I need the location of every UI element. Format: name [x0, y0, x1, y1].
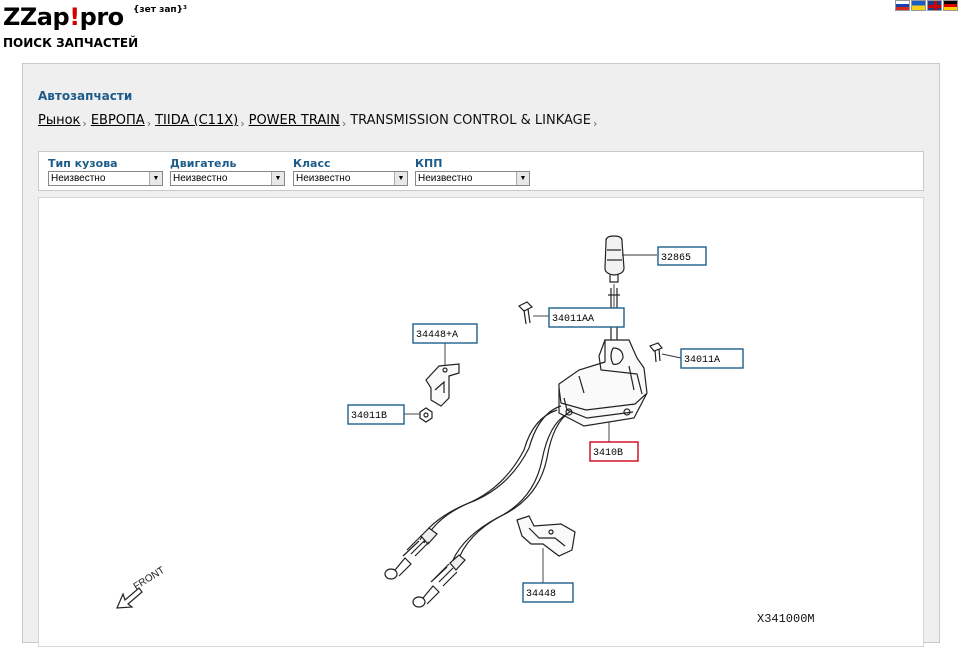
- filter-gearbox: КПП Неизвестно ▼: [415, 157, 530, 186]
- callout-label: 34448: [526, 589, 556, 600]
- site-logo[interactable]: ZZap!pro {зет зап}³: [3, 3, 187, 31]
- gear-knob-drawing: [604, 235, 625, 283]
- bracket-drawing: [425, 363, 460, 407]
- class-select[interactable]: Неизвестно ▼: [293, 171, 408, 186]
- callout-3410B[interactable]: 3410B: [589, 441, 639, 462]
- flag-ru-icon[interactable]: [895, 0, 910, 11]
- dropdown-arrow-icon[interactable]: ▼: [149, 172, 162, 185]
- breadcrumb-market[interactable]: Рынок: [38, 113, 81, 128]
- callout-32865[interactable]: 32865: [657, 246, 707, 266]
- cable-bracket-drawing: [516, 515, 576, 557]
- breadcrumb: Рынок›ЕВРОПА›TIIDA (C11X)›POWER TRAIN›TR…: [38, 113, 601, 130]
- diagram-code: X341000M: [757, 612, 815, 626]
- shift-cables-drawing: [419, 405, 572, 564]
- select-value: Неизвестно: [418, 173, 473, 184]
- logo-superscript: {зет зап}³: [133, 5, 187, 15]
- select-value: Неизвестно: [173, 173, 228, 184]
- filter-label: Тип кузова: [48, 157, 118, 170]
- front-arrow-icon: [116, 587, 143, 609]
- breadcrumb-current: TRANSMISSION CONTROL & LINKAGE: [350, 113, 591, 128]
- breadcrumb-region[interactable]: ЕВРОПА: [90, 113, 145, 128]
- breadcrumb-model[interactable]: TIIDA (C11X): [155, 113, 239, 128]
- callout-34011B[interactable]: 34011B: [347, 404, 405, 425]
- callout-label: 34011AA: [552, 314, 594, 325]
- front-label: FRONT: [132, 565, 167, 593]
- select-value: Неизвестно: [51, 173, 106, 184]
- filter-label: Класс: [293, 157, 331, 170]
- breadcrumb-separator: ›: [82, 117, 87, 130]
- flag-gb-icon[interactable]: [927, 0, 942, 11]
- breadcrumb-group[interactable]: POWER TRAIN: [248, 113, 340, 128]
- nut-drawing: [419, 407, 433, 423]
- filter-label: Двигатель: [170, 157, 237, 170]
- filter-label: КПП: [415, 157, 443, 170]
- callout-34011A[interactable]: 34011A: [680, 348, 744, 369]
- dropdown-arrow-icon[interactable]: ▼: [271, 172, 284, 185]
- body-type-select[interactable]: Неизвестно ▼: [48, 171, 163, 186]
- dropdown-arrow-icon[interactable]: ▼: [394, 172, 407, 185]
- filter-class: Класс Неизвестно ▼: [293, 157, 408, 186]
- callout-label: 34011A: [684, 355, 720, 366]
- callout-label: 34011B: [351, 411, 387, 422]
- parts-diagram-svg: FRONT 32865 34011AA 34011A 34448+A 34011…: [116, 235, 815, 626]
- callout-label: 3410B: [593, 448, 623, 459]
- callout-34448[interactable]: 34448: [522, 582, 574, 603]
- select-value: Неизвестно: [296, 173, 351, 184]
- bolts-drawing: [517, 301, 663, 363]
- flag-ua-icon[interactable]: [911, 0, 926, 11]
- filter-engine: Двигатель Неизвестно ▼: [170, 157, 285, 186]
- dropdown-arrow-icon[interactable]: ▼: [516, 172, 529, 185]
- callout-label: 32865: [661, 253, 691, 264]
- section-title: Автозапчасти: [38, 89, 133, 103]
- callout-label: 34448+A: [416, 330, 458, 341]
- engine-select[interactable]: Неизвестно ▼: [170, 171, 285, 186]
- language-switcher: [895, 0, 958, 11]
- leader-lines: [404, 254, 682, 583]
- parts-diagram: FRONT 32865 34011AA 34011A 34448+A 34011…: [38, 197, 924, 647]
- flag-de-icon[interactable]: [943, 0, 958, 11]
- filter-body-type: Тип кузова Неизвестно ▼: [48, 157, 163, 186]
- site-subtitle: ПОИСК ЗАПЧАСТЕЙ: [3, 36, 139, 50]
- breadcrumb-separator: ›: [592, 117, 598, 130]
- callout-34011AA[interactable]: 34011AA: [548, 307, 625, 328]
- breadcrumb-separator: ›: [240, 117, 245, 130]
- filter-bar: Тип кузова Неизвестно ▼ Двигатель Неизве…: [38, 151, 924, 191]
- logo-text: ZZap!pro: [3, 3, 124, 31]
- gearbox-select[interactable]: Неизвестно ▼: [415, 171, 530, 186]
- callout-34448-A[interactable]: 34448+A: [412, 323, 478, 344]
- breadcrumb-separator: ›: [341, 117, 347, 130]
- breadcrumb-separator: ›: [146, 117, 152, 130]
- catalog-panel: Автозапчасти Рынок›ЕВРОПА›TIIDA (C11X)›P…: [22, 63, 940, 647]
- shifter-housing-drawing: [558, 339, 648, 427]
- cable-boots-drawing: [384, 527, 466, 608]
